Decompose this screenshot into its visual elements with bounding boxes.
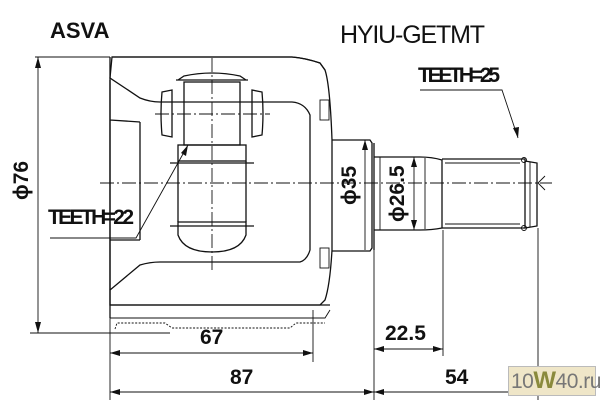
wm-suffix: 40	[555, 370, 579, 393]
wm-prefix: 10	[511, 370, 534, 393]
housing	[109, 56, 333, 330]
svg-text:ϕ26.5: ϕ26.5	[386, 165, 409, 222]
stub-shaft	[332, 139, 538, 252]
dim-outer-diameter: ϕ76	[10, 56, 170, 334]
dim-flange-diameter: ϕ35	[338, 140, 368, 250]
dim-lengths: 67 87 22.5 54	[109, 228, 539, 400]
svg-text:TEETH=25: TEETH=25	[418, 64, 500, 87]
teeth-inner-callout: TEETH=22	[48, 144, 189, 239]
brand-label: ASVA	[50, 18, 110, 43]
dim-87: 87	[230, 366, 253, 389]
dim-67: 67	[200, 326, 223, 349]
svg-text:TEETH=22: TEETH=22	[48, 206, 134, 229]
dim-22-5: 22.5	[385, 322, 426, 345]
wm-tld: .ru	[577, 370, 600, 393]
watermark-logo: 10W40.ru	[508, 366, 600, 396]
svg-text:ϕ76: ϕ76	[10, 161, 33, 200]
center-arrow	[537, 175, 546, 191]
part-code: HYIU-GETMT	[340, 21, 485, 49]
dim-shaft-diameter: ϕ26.5	[386, 157, 417, 230]
tripod-assembly	[155, 58, 270, 270]
teeth-outer-callout: TEETH=25	[418, 64, 519, 139]
wm-mid: W	[533, 367, 556, 394]
dim-54: 54	[445, 366, 469, 389]
svg-text:ϕ35: ϕ35	[338, 166, 361, 205]
